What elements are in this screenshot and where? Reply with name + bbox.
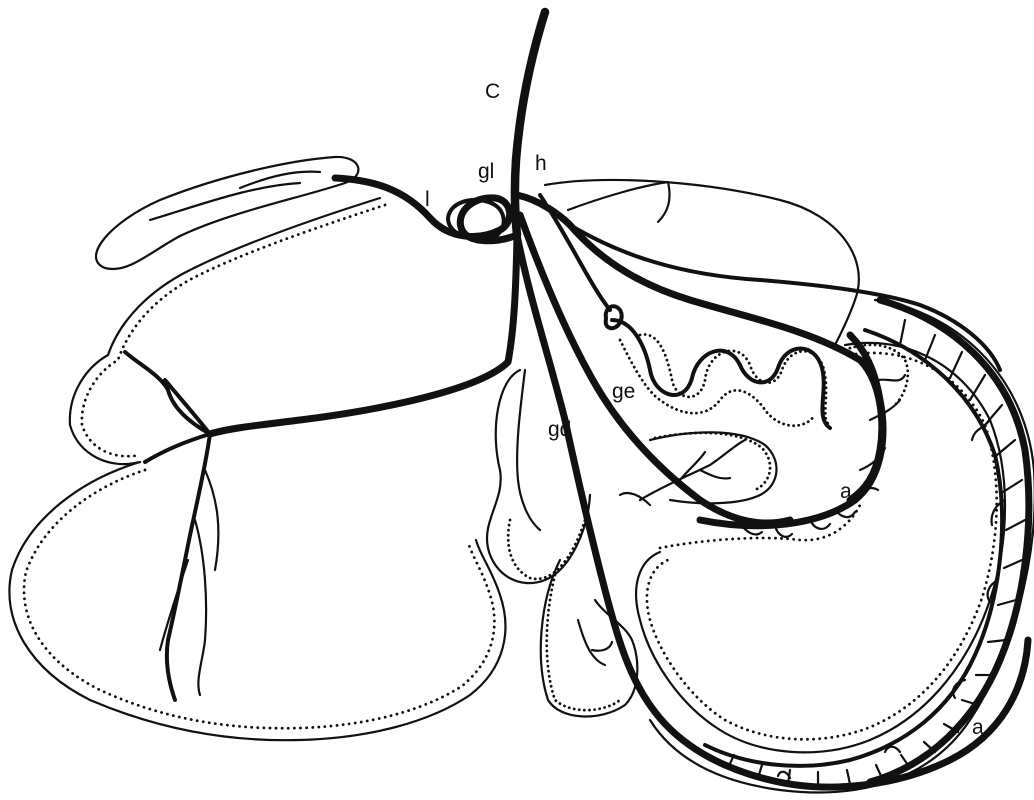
- upper-left-lobe-vein: [150, 172, 320, 220]
- label-gd: gd: [548, 418, 571, 441]
- label-ge: ge: [612, 380, 635, 403]
- stomach-dome: [545, 180, 859, 345]
- left-lobe-dots-upper: [82, 205, 385, 456]
- left-lobe-upper-outline: [70, 198, 380, 464]
- lower-appendage-outline: [541, 560, 638, 716]
- small-loop-node: [606, 306, 622, 328]
- rim-twigs: [778, 420, 1005, 778]
- dotted-margins: [24, 205, 997, 739]
- label-a-outer: a: [972, 716, 984, 739]
- stomach-outline: [568, 182, 670, 222]
- label-gl: gl: [478, 160, 494, 183]
- right-organ-inner-outline: [636, 343, 1005, 752]
- branch-h-top: [570, 225, 1000, 370]
- central-lobe-vessel: [517, 370, 540, 530]
- appendage-vessel: [578, 620, 612, 665]
- labels: C gl h l ge gd a a: [425, 80, 984, 739]
- inner-small-lobe: [650, 432, 776, 503]
- label-l: l: [425, 188, 430, 211]
- left-lobe-dots-lower: [24, 470, 494, 728]
- trunk-left-branch: [210, 235, 517, 434]
- inner-lobe-vessels: [620, 440, 745, 505]
- inner-a-vessel: [700, 335, 883, 526]
- left-lobe-branch: [125, 352, 210, 462]
- convoluted-tube: [612, 320, 830, 428]
- vessel-tree: [125, 12, 1029, 787]
- label-h: h: [535, 152, 547, 175]
- label-c: C: [485, 80, 500, 103]
- label-a-inner: a: [840, 480, 852, 503]
- left-lobe-lower-outline: [9, 462, 505, 740]
- central-gland-dots: [508, 520, 585, 579]
